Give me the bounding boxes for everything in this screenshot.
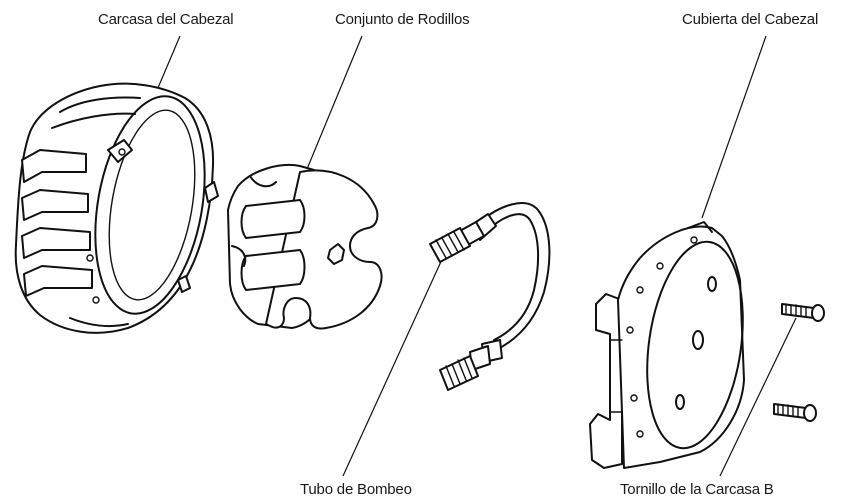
head-housing-drawing xyxy=(14,82,219,334)
label-conjunto-de-rodillos: Conjunto de Rodillos xyxy=(335,11,470,28)
label-tubo-de-bombeo: Tubo de Bombeo xyxy=(300,481,412,498)
leader-lines xyxy=(151,35,797,477)
label-carcasa-del-cabezal: Carcasa del Cabezal xyxy=(98,11,234,28)
leader-tubo xyxy=(342,254,445,477)
leader-rodillos xyxy=(299,35,363,187)
label-cubierta-del-cabezal: Cubierta del Cabezal xyxy=(682,11,819,28)
label-tornillo-de-la-carcasa-b: Tornillo de la Carcasa B xyxy=(620,481,774,498)
roller-assembly-drawing xyxy=(227,164,383,330)
head-cover-drawing xyxy=(589,221,745,469)
leader-tornillo xyxy=(719,317,797,477)
housing-screws-drawing xyxy=(773,303,825,422)
leader-cubierta xyxy=(701,35,767,219)
pump-tube-drawing xyxy=(429,202,551,391)
